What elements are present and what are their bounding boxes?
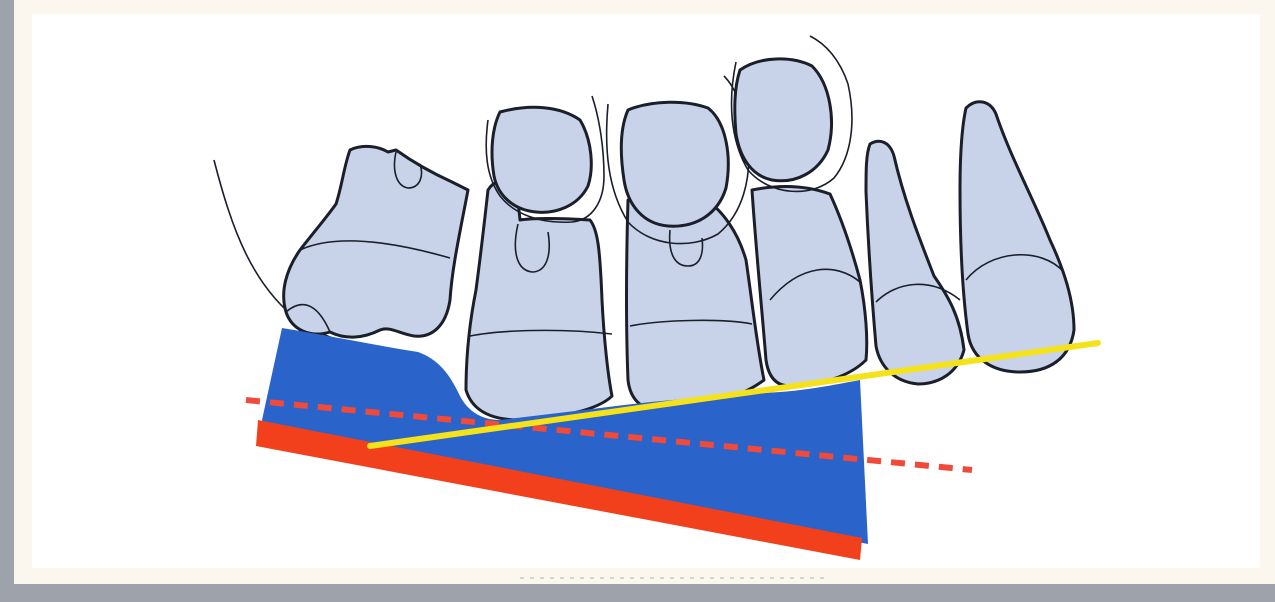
dental-diagram bbox=[0, 0, 1275, 602]
dental-diagram-figure bbox=[0, 0, 1275, 602]
